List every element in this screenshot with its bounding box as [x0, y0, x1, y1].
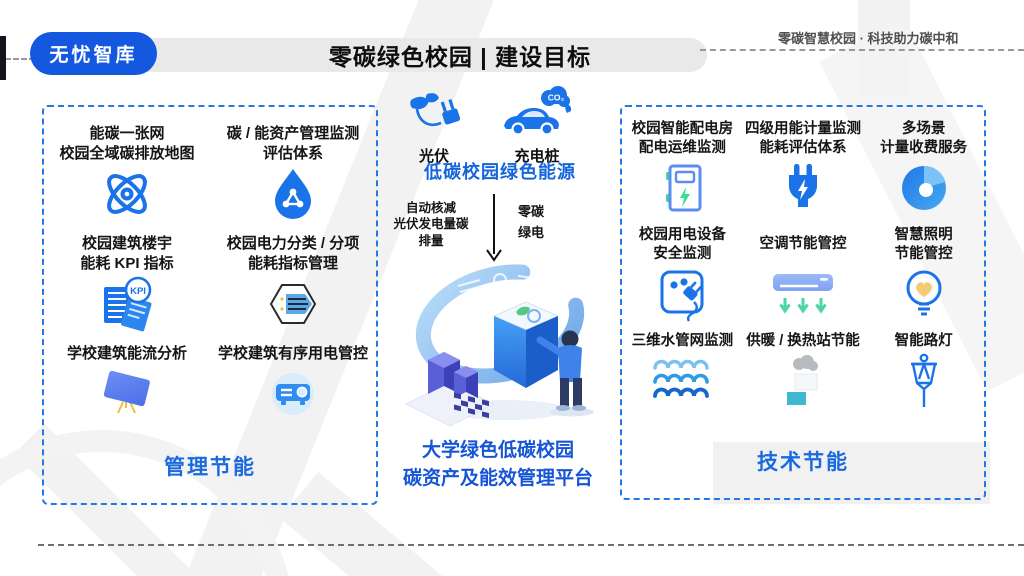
kpi-report-icon: KPI	[96, 275, 158, 333]
feature-title: 三维水管网监测	[631, 333, 734, 350]
title-bar: 零碳绿色校园 | 建设目标	[95, 38, 707, 72]
source-label: 充电桩	[514, 148, 560, 165]
projector-icon	[265, 365, 321, 421]
technical-energy-saving-panel: 校园智能配电房 配电运维监测 四级用能计量监测 能耗评估体系	[620, 105, 986, 500]
energy-source-ev: CO₂ 充电桩	[491, 86, 583, 166]
page-edge-marker	[0, 36, 6, 80]
feature-title: 碳 / 能资产管理监测 评估体系	[226, 125, 360, 162]
feature-card: 供暖 / 换热站节能	[743, 331, 864, 411]
arrow-right-note: 零碳 绿电	[518, 204, 545, 240]
hexagon-list-icon	[265, 275, 321, 333]
down-arrow-icon	[482, 192, 506, 269]
feature-title: 空调节能管控	[759, 236, 847, 253]
feature-card: 校园用电设备 安全监测	[622, 225, 743, 323]
feature-title: 校园建筑楼宇 能耗 KPI 指标	[80, 235, 174, 272]
feature-card: 校园建筑楼宇 能耗 KPI 指标 KPI	[44, 233, 210, 333]
presentation-board-icon	[99, 365, 155, 421]
drop-molecule-icon	[268, 165, 318, 223]
co2-label: CO₂	[548, 93, 565, 103]
kpi-label: KPI	[130, 286, 146, 297]
feature-card: 智能路灯	[863, 331, 984, 411]
air-conditioner-icon	[770, 265, 836, 323]
feature-title: 多场景 计量收费服务	[880, 120, 968, 156]
street-lamp-icon	[900, 353, 948, 411]
feature-card: 多场景 计量收费服务	[863, 119, 984, 217]
watermark-band	[713, 442, 990, 504]
water-waves-icon	[651, 353, 713, 411]
feature-title: 校园电力分类 / 分项 能耗指标管理	[226, 235, 360, 272]
feature-card: 空调节能管控	[743, 225, 864, 323]
feature-card: 三维水管网监测	[622, 331, 743, 411]
ev-car-co2-icon: CO₂	[500, 86, 574, 143]
feature-title: 学校建筑有序用电管控	[217, 345, 368, 363]
feature-card: 四级用能计量监测 能耗评估体系	[743, 119, 864, 217]
feature-title: 学校建筑能流分析	[66, 345, 187, 363]
pie-meter-icon	[896, 159, 952, 217]
platform-title: 大学绿色低碳校园 碳资产及能效管理平台	[402, 440, 593, 489]
bulb-heart-icon	[896, 265, 952, 323]
solar-leaf-plug-icon	[403, 92, 465, 143]
energy-flow-arrow-block: 自动核减 光伏发电量碳 排量 零碳 绿电	[378, 192, 622, 264]
atom-icon	[99, 165, 155, 223]
source-label: 光伏	[418, 148, 449, 165]
feature-title: 能碳一张网 校园全域碳排放地图	[59, 125, 195, 162]
bottom-dash-line	[38, 544, 1024, 546]
brand-badge: 无忧智库	[30, 32, 157, 75]
socket-plug-icon	[654, 265, 710, 323]
page-title: 零碳绿色校园 | 建设目标	[328, 44, 592, 70]
feature-card: 碳 / 能资产管理监测 评估体系	[210, 123, 376, 223]
feature-card: 学校建筑有序用电管控	[210, 343, 376, 421]
plug-bolt-icon	[775, 159, 831, 217]
left-panel-footer: 管理节能	[164, 456, 256, 479]
feature-card: 能碳一张网 校园全域碳排放地图	[44, 123, 210, 223]
green-energy-subtitle: 低碳校园绿色能源	[424, 162, 576, 182]
feature-card: 校园电力分类 / 分项 能耗指标管理	[210, 233, 376, 333]
feature-title: 四级用能计量监测 能耗评估体系	[744, 120, 861, 156]
management-energy-saving-panel: 能碳一张网 校园全域碳排放地图 碳 / 能资产管理监测 评估体系	[42, 105, 378, 505]
header-tagline: 零碳智慧校园 · 科技助力碳中和	[778, 31, 959, 46]
feature-card: 学校建筑能流分析	[44, 343, 210, 421]
decorative-dash-line	[700, 49, 1024, 51]
heat-station-icon	[771, 353, 835, 411]
arrow-left-note: 自动核减 光伏发电量碳 排量	[393, 201, 469, 248]
campus-platform-illustration	[388, 260, 612, 441]
feature-title: 智慧照明 节能管控	[894, 226, 953, 262]
feature-card: 智慧照明 节能管控	[863, 225, 984, 323]
decorative-dash-line	[5, 58, 35, 60]
feature-title: 校园用电设备 安全监测	[638, 226, 726, 262]
energy-source-solar: 光伏	[398, 92, 470, 166]
feature-title: 智能路灯	[894, 333, 953, 350]
feature-title: 校园智能配电房 配电运维监测	[631, 120, 734, 156]
power-cabinet-icon	[656, 159, 708, 217]
feature-card: 校园智能配电房 配电运维监测	[622, 119, 743, 217]
right-panel-footer: 技术节能	[757, 451, 849, 474]
feature-title: 供暖 / 换热站节能	[746, 333, 860, 350]
